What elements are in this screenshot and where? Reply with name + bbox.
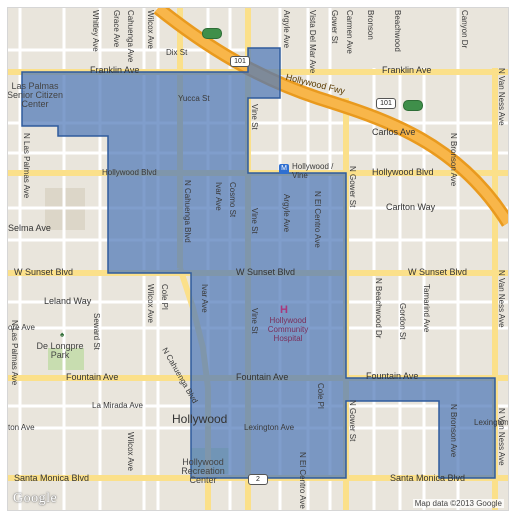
- street-label-gordon: Gordon St: [398, 303, 407, 340]
- park-icon: ♠: [60, 330, 65, 339]
- street-label-vine-mid: Vine St: [250, 208, 259, 234]
- street-label-wilcox-low: Wilcox Ave: [126, 432, 135, 471]
- street-label-argyle-top: Argyle Ave: [282, 10, 291, 49]
- street-label-carmen: Carmen Ave: [345, 10, 354, 54]
- street-label-cahuenga-blvd: N Cahuenga Blvd: [183, 180, 192, 243]
- street-label-franklin-w: Franklin Ave: [90, 65, 140, 75]
- street-label-bronson-low: N Bronson Ave: [449, 404, 458, 458]
- street-label-santa-monica-w: Santa Monica Blvd: [14, 473, 90, 483]
- street-label-ore-ave: ore Ave: [8, 323, 35, 332]
- street-label-sunset-w: W Sunset Blvd: [14, 267, 74, 277]
- street-label-vine-top: Vine St: [250, 104, 259, 130]
- street-label-van-ness-mid: N Van Ness Ave: [497, 270, 506, 328]
- state-route-shield-a: [202, 28, 222, 39]
- place-label-de-longpre-park: De Longpre Park: [36, 341, 84, 360]
- street-label-sunset-mid: W Sunset Blvd: [236, 267, 296, 277]
- us101-shield-right: 101: [376, 98, 396, 109]
- street-label-vine-low: Vine St: [250, 308, 259, 334]
- street-label-gower-low: N Gower St: [348, 400, 357, 442]
- street-label-hollywood-w: Hollywood Blvd: [102, 168, 157, 177]
- street-label-sunset-e: W Sunset Blvd: [408, 267, 468, 277]
- street-label-cosmo: Cosmo St: [228, 182, 237, 218]
- place-label-hollywood: Hollywood: [172, 412, 228, 426]
- street-label-seward: Seward St: [92, 313, 101, 350]
- street-label-gower-top: Gower St: [330, 10, 339, 44]
- street-label-van-ness-low: N Van Ness Ave: [497, 408, 506, 466]
- place-label-recreation-center: Hollywood Recreation Center: [181, 457, 225, 485]
- street-label-fountain-w: Fountain Ave: [66, 372, 119, 382]
- street-label-cole-low: Cole Pl: [316, 383, 325, 409]
- us101-shield-top: 101: [230, 56, 250, 67]
- street-label-las-palmas-low: N Las Palmas Ave: [10, 320, 19, 386]
- street-label-fountain-mid: Fountain Ave: [236, 372, 289, 382]
- hollywood-freeway-inner: [155, 8, 508, 226]
- street-label-whitley: Whitley Ave: [91, 10, 100, 52]
- street-label-grace: Grace Ave: [112, 10, 121, 48]
- street-label-gower-mid: N Gower St: [348, 166, 357, 208]
- street-label-vista-del-mar: Vista Del Mar Ave: [308, 10, 317, 74]
- street-label-las-palmas: N Las Palmas Ave: [22, 133, 31, 199]
- map-graphics: [8, 8, 508, 510]
- street-label-hollywood-e: Hollywood Blvd: [372, 167, 434, 177]
- street-label-el-centro-low: N El Centro Ave: [298, 452, 307, 509]
- street-label-beachwood-dr: N Beachwood Dr: [374, 278, 383, 339]
- street-label-fountain-e: Fountain Ave: [366, 371, 419, 381]
- street-label-selma: Selma Ave: [8, 223, 51, 233]
- de-longpre-park-area: [48, 348, 84, 370]
- street-label-beachwood-top: Beachwood: [393, 10, 402, 52]
- street-label-van-ness-top: N Van Ness Ave: [497, 68, 506, 126]
- place-label-las-palmas-center: Las Palmas Senior Citizen Center: [7, 81, 64, 109]
- place-label-hospital: Hollywood Community Hospital: [267, 316, 309, 343]
- street-label-ivar-low: Ivar Ave: [200, 284, 209, 313]
- street-label-ivar-top: Ivar Ave: [214, 182, 223, 211]
- street-label-canyon: Canyon Dr: [460, 10, 469, 49]
- street-label-wilcox-top: Wilcox Ave: [146, 10, 155, 49]
- street-label-carlton: Carlton Way: [386, 202, 436, 212]
- street-label-wilcox-mid: Wilcox Ave: [146, 284, 155, 323]
- street-label-ton-ave: ton Ave: [8, 423, 35, 432]
- street-label-tamarind: Tamarind Ave: [422, 284, 431, 333]
- street-label-argyle-mid: Argyle Ave: [282, 194, 291, 233]
- street-label-santa-monica-e: Santa Monica Blvd: [390, 473, 466, 483]
- highlight-area[interactable]: [21, 47, 496, 479]
- street-label-bronson-top: Bronson: [366, 10, 375, 40]
- street-label-lexington-e: Lexington: [474, 418, 509, 427]
- street-label-la-mirada: La Mirada Ave: [92, 401, 143, 410]
- street-label-leland: Leland Way: [44, 296, 92, 306]
- street-label-dix: Dix St: [166, 48, 188, 57]
- route-2-shield: 2: [248, 474, 268, 485]
- street-label-franklin-e: Franklin Ave: [382, 65, 432, 75]
- street-label-lexington: Lexington Ave: [244, 423, 295, 432]
- station-label-hollywood-vine: Hollywood / Vine: [292, 162, 334, 180]
- street-label-carlos: Carlos Ave: [372, 127, 416, 137]
- state-route-shield-b: [403, 100, 423, 111]
- street-label-cole: Cole Pl: [160, 284, 169, 310]
- hospital-icon[interactable]: H: [280, 304, 288, 316]
- metro-icon[interactable]: M: [279, 164, 289, 174]
- street-label-yucca: Yucca St: [178, 94, 210, 103]
- street-label-bronson-mid: N Bronson Ave: [449, 133, 458, 187]
- map-canvas[interactable]: Whitley Ave Grace Ave Cahuenga Ave Wilco…: [7, 7, 509, 511]
- street-label-el-centro-mid: N El Centro Ave: [313, 191, 322, 248]
- street-label-cahuenga-ave: Cahuenga Ave: [126, 10, 135, 63]
- google-logo: Google: [13, 491, 58, 506]
- map-attribution[interactable]: Map data ©2013 Google: [412, 499, 504, 508]
